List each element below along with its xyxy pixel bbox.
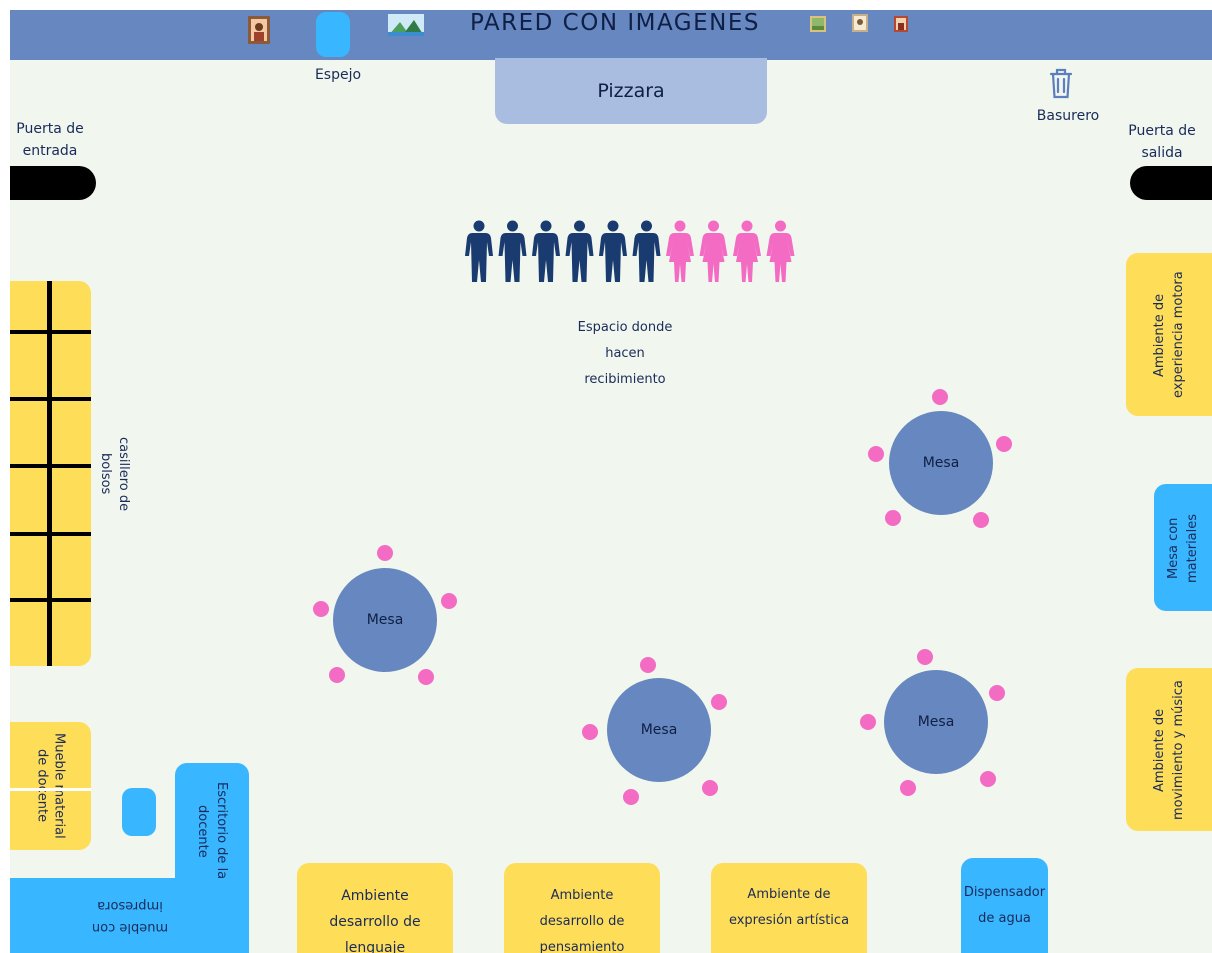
chair: [860, 714, 876, 730]
chair: [702, 780, 718, 796]
person-female-icon: [733, 220, 761, 282]
chair: [973, 512, 989, 528]
person-female-icon: [766, 220, 795, 282]
portrait-picture-icon: [894, 16, 908, 32]
table: Mesa: [607, 678, 711, 782]
printer-furniture: mueble con impresora: [10, 878, 249, 953]
chair: [996, 436, 1012, 452]
locker-divider: [10, 532, 91, 536]
mirror: [316, 12, 350, 57]
board: Pizzara: [495, 58, 767, 124]
chair: [989, 685, 1005, 701]
chair: [623, 789, 639, 805]
people-group: [465, 220, 795, 282]
person-male-icon: [565, 220, 594, 282]
chair: [917, 649, 933, 665]
chair: [900, 780, 916, 796]
area-artistic-expression: Ambiente de expresión artística: [711, 863, 867, 953]
person-male-icon: [532, 220, 560, 282]
mirror-label: Espejo: [314, 67, 362, 83]
locker-divider: [10, 598, 91, 602]
area-movement-music: Ambiente de movimiento y música: [1126, 668, 1212, 831]
entry-door: [10, 166, 96, 200]
reception-label: Espacio donde hacen recibimiento: [577, 320, 673, 387]
landscape-picture-icon: [388, 14, 424, 36]
teacher-material-furniture: Mueble material de docente: [10, 722, 91, 850]
area-language-development: Ambiente desarrollo de lenguaje: [297, 863, 453, 953]
trash-can-icon: [1049, 68, 1073, 99]
chair: [329, 667, 345, 683]
exit-door-label: Puerta de salida: [1128, 123, 1196, 161]
person-female-icon: [666, 220, 694, 282]
chair: [885, 510, 901, 526]
chair: [418, 669, 434, 685]
chair: [640, 657, 656, 673]
table: Mesa: [333, 568, 437, 672]
person-male-icon: [599, 220, 627, 282]
lockers-label: casillero de bolsos: [98, 436, 131, 512]
small-stool: [122, 788, 156, 836]
wall-title: PARED CON IMAGENES: [470, 10, 760, 36]
board-label: Pizzara: [597, 80, 665, 102]
person-male-icon: [632, 220, 661, 282]
locker-divider: [10, 464, 91, 468]
locker-divider: [10, 330, 91, 334]
classroom-floor-plan: PARED CON IMAGENES Espejo Pizzara Basure…: [10, 10, 1212, 953]
exit-door: [1130, 166, 1212, 200]
portrait-picture-icon: [852, 14, 868, 32]
chair: [377, 545, 393, 561]
person-female-icon: [699, 220, 728, 282]
bag-lockers: [10, 281, 91, 666]
chair: [868, 446, 884, 462]
person-male-icon: [498, 220, 527, 282]
area-motor-experience: Ambiente de experiencia motora: [1126, 253, 1212, 416]
chair: [313, 601, 329, 617]
chair: [582, 724, 598, 740]
table: Mesa: [884, 670, 988, 774]
wall-with-pictures: PARED CON IMAGENES: [10, 10, 1212, 60]
trash-label: Basurero: [1036, 108, 1100, 124]
portrait-picture-icon: [248, 16, 270, 44]
landscape-picture-icon: [810, 16, 826, 32]
locker-divider: [47, 281, 52, 666]
chair: [441, 593, 457, 609]
entry-door-label: Puerta de entrada: [16, 121, 84, 159]
area-materials-table: Mesa con materiales: [1154, 484, 1212, 611]
chair: [932, 389, 948, 405]
locker-divider: [10, 397, 91, 401]
chair: [711, 694, 727, 710]
chair: [980, 771, 996, 787]
area-thinking-development: Ambiente desarrollo de pensamiento: [504, 863, 660, 953]
person-male-icon: [465, 220, 493, 282]
water-dispenser: Dispensador de agua: [961, 858, 1048, 953]
table: Mesa: [889, 411, 993, 515]
furniture-gap: [10, 788, 91, 791]
